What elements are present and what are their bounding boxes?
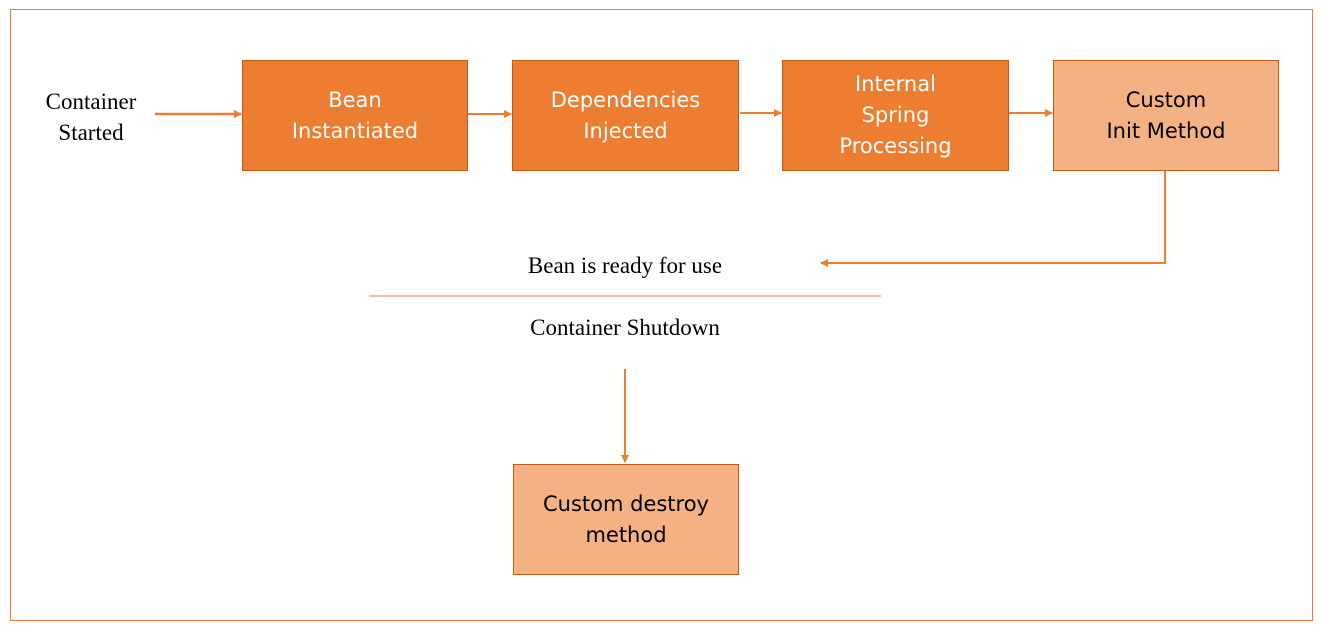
custom-destroy-method-box: Custom destroy method	[513, 464, 739, 575]
arrow-init-to-ready	[820, 171, 1166, 267]
container-started-label: Container Started	[45, 89, 137, 145]
bean-ready-label: Bean is ready for use	[527, 253, 723, 278]
internal-spring-processing-box: Internal Spring Processing	[782, 60, 1009, 171]
container-shutdown-label: Container Shutdown	[530, 315, 720, 340]
diagram-frame	[10, 9, 1313, 621]
bean-instantiated-box: Bean Instantiated	[242, 60, 468, 171]
custom-init-method-box: Custom Init Method	[1053, 60, 1279, 171]
dependencies-injected-box: Dependencies Injected	[512, 60, 739, 171]
